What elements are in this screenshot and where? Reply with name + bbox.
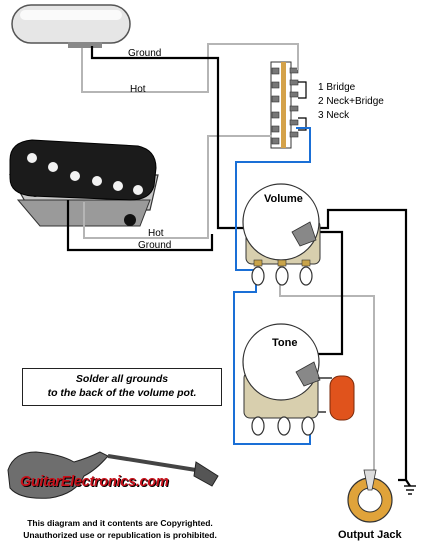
ground-icon (404, 485, 416, 495)
pole-piece-icon (113, 181, 123, 191)
solder-note: Solder all grounds to the back of the vo… (22, 368, 222, 406)
note-line: Solder all grounds (75, 373, 169, 385)
ground-wire-label: Ground (128, 48, 161, 59)
pole-piece-icon (70, 171, 80, 181)
pole-piece-icon (133, 185, 143, 195)
three-way-switch (270, 61, 307, 149)
output-jack-label: Output Jack (338, 529, 402, 541)
output-jack (347, 469, 416, 523)
switch-position-label: 1 Bridge (318, 82, 356, 93)
hot-wire-label: Hot (130, 84, 146, 95)
pole-piece-icon (92, 176, 102, 186)
neck-pickup (11, 4, 131, 48)
guitar-logo (7, 451, 219, 499)
bridge-pickup (8, 139, 159, 227)
switch-position-label: 2 Neck+Bridge (318, 96, 384, 107)
brand-logo-text: GuitarElectronics.com (20, 474, 169, 490)
volume-label: Volume (264, 193, 303, 205)
copyright-line: Unauthorized use or republication is pro… (23, 530, 217, 540)
tone-pot (242, 323, 321, 436)
pole-piece-icon (27, 153, 37, 163)
ground-wire-label: Ground (138, 240, 171, 251)
pole-piece-icon (48, 162, 58, 172)
volume-pot (242, 183, 321, 286)
hot-wire-label: Hot (148, 228, 164, 239)
ground-wires (66, 46, 411, 487)
switch-position-label: 3 Neck (318, 110, 350, 121)
copyright-line: This diagram and it contents are Copyrig… (27, 518, 213, 528)
jumper-wires (233, 127, 311, 445)
note-line: to the back of the volume pot. (47, 387, 197, 399)
tone-label: Tone (272, 337, 297, 349)
capacitor (318, 375, 355, 421)
